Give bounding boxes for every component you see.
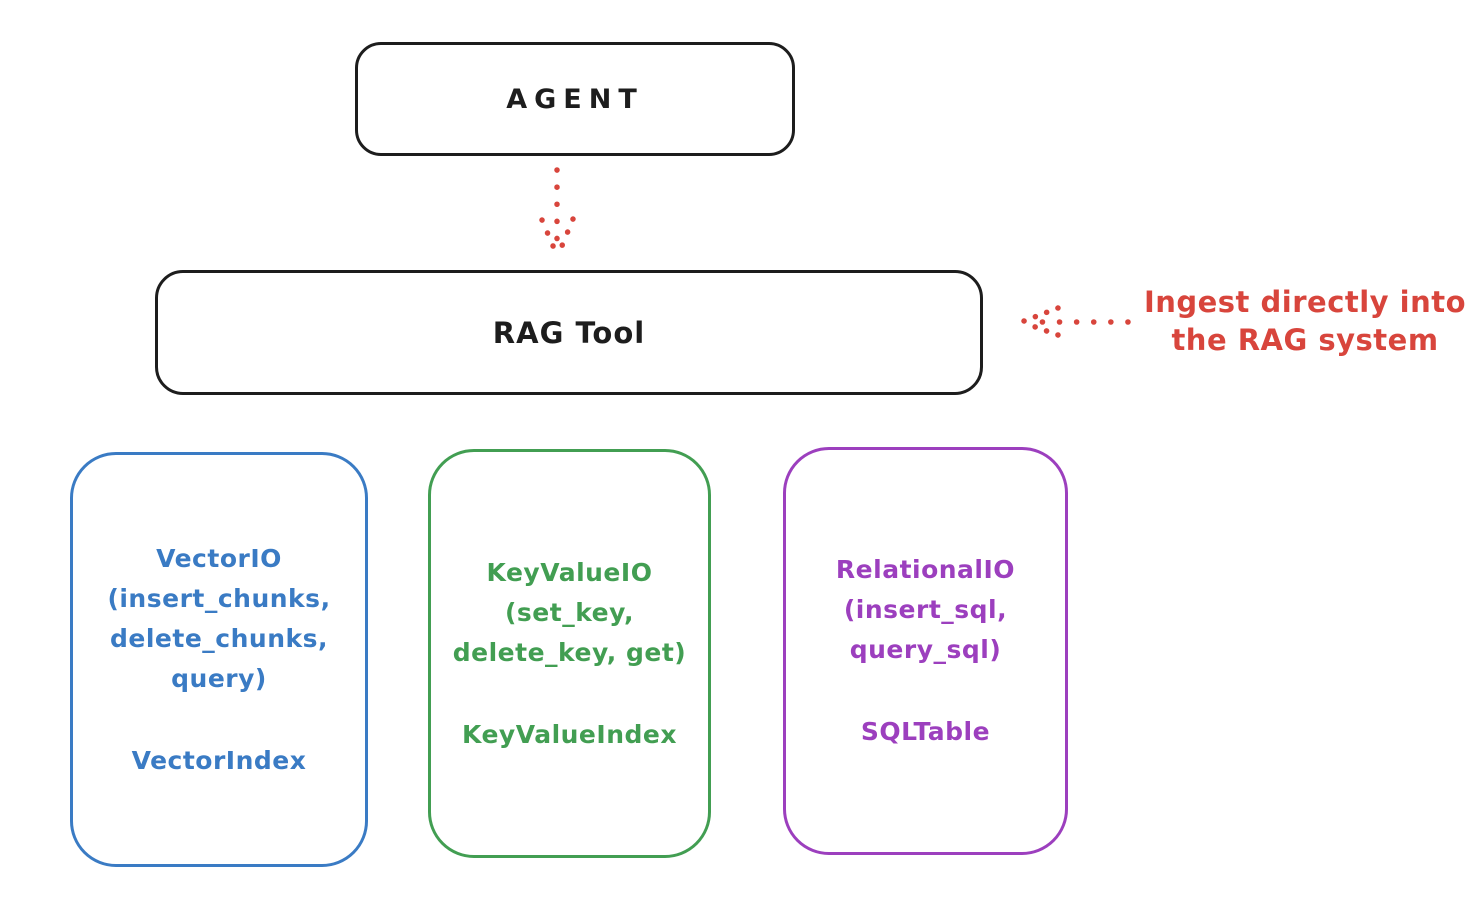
relational-io-interface: RelationalIO (insert_sql, query_sql) — [835, 555, 1016, 664]
vector-io-interface: VectorIO (insert_chunks, delete_chunks, … — [107, 543, 331, 693]
rag-tool-box: RAG Tool — [155, 270, 983, 395]
keyvalue-io-index: KeyValueIndex — [462, 719, 677, 749]
ingest-arrow — [1021, 305, 1131, 338]
vector-io-index: VectorIndex — [131, 745, 307, 775]
relational-io-index: SQLTable — [860, 717, 991, 746]
agent-label: AGENT — [506, 83, 644, 115]
agent-to-rag-arrow — [539, 167, 576, 256]
ingest-annotation: Ingest directly into the RAG system — [1143, 285, 1467, 357]
keyvalue-io-box: KeyValueIO (set_key, delete_key, get) Ke… — [428, 449, 711, 858]
keyvalue-io-interface: KeyValueIO (set_key, delete_key, get) — [452, 557, 687, 667]
agent-box: AGENT — [355, 42, 795, 156]
relational-io-box: RelationalIO (insert_sql, query_sql) SQL… — [783, 447, 1068, 855]
vector-io-box: VectorIO (insert_chunks, delete_chunks, … — [70, 452, 368, 867]
rag-tool-label: RAG Tool — [492, 315, 646, 350]
